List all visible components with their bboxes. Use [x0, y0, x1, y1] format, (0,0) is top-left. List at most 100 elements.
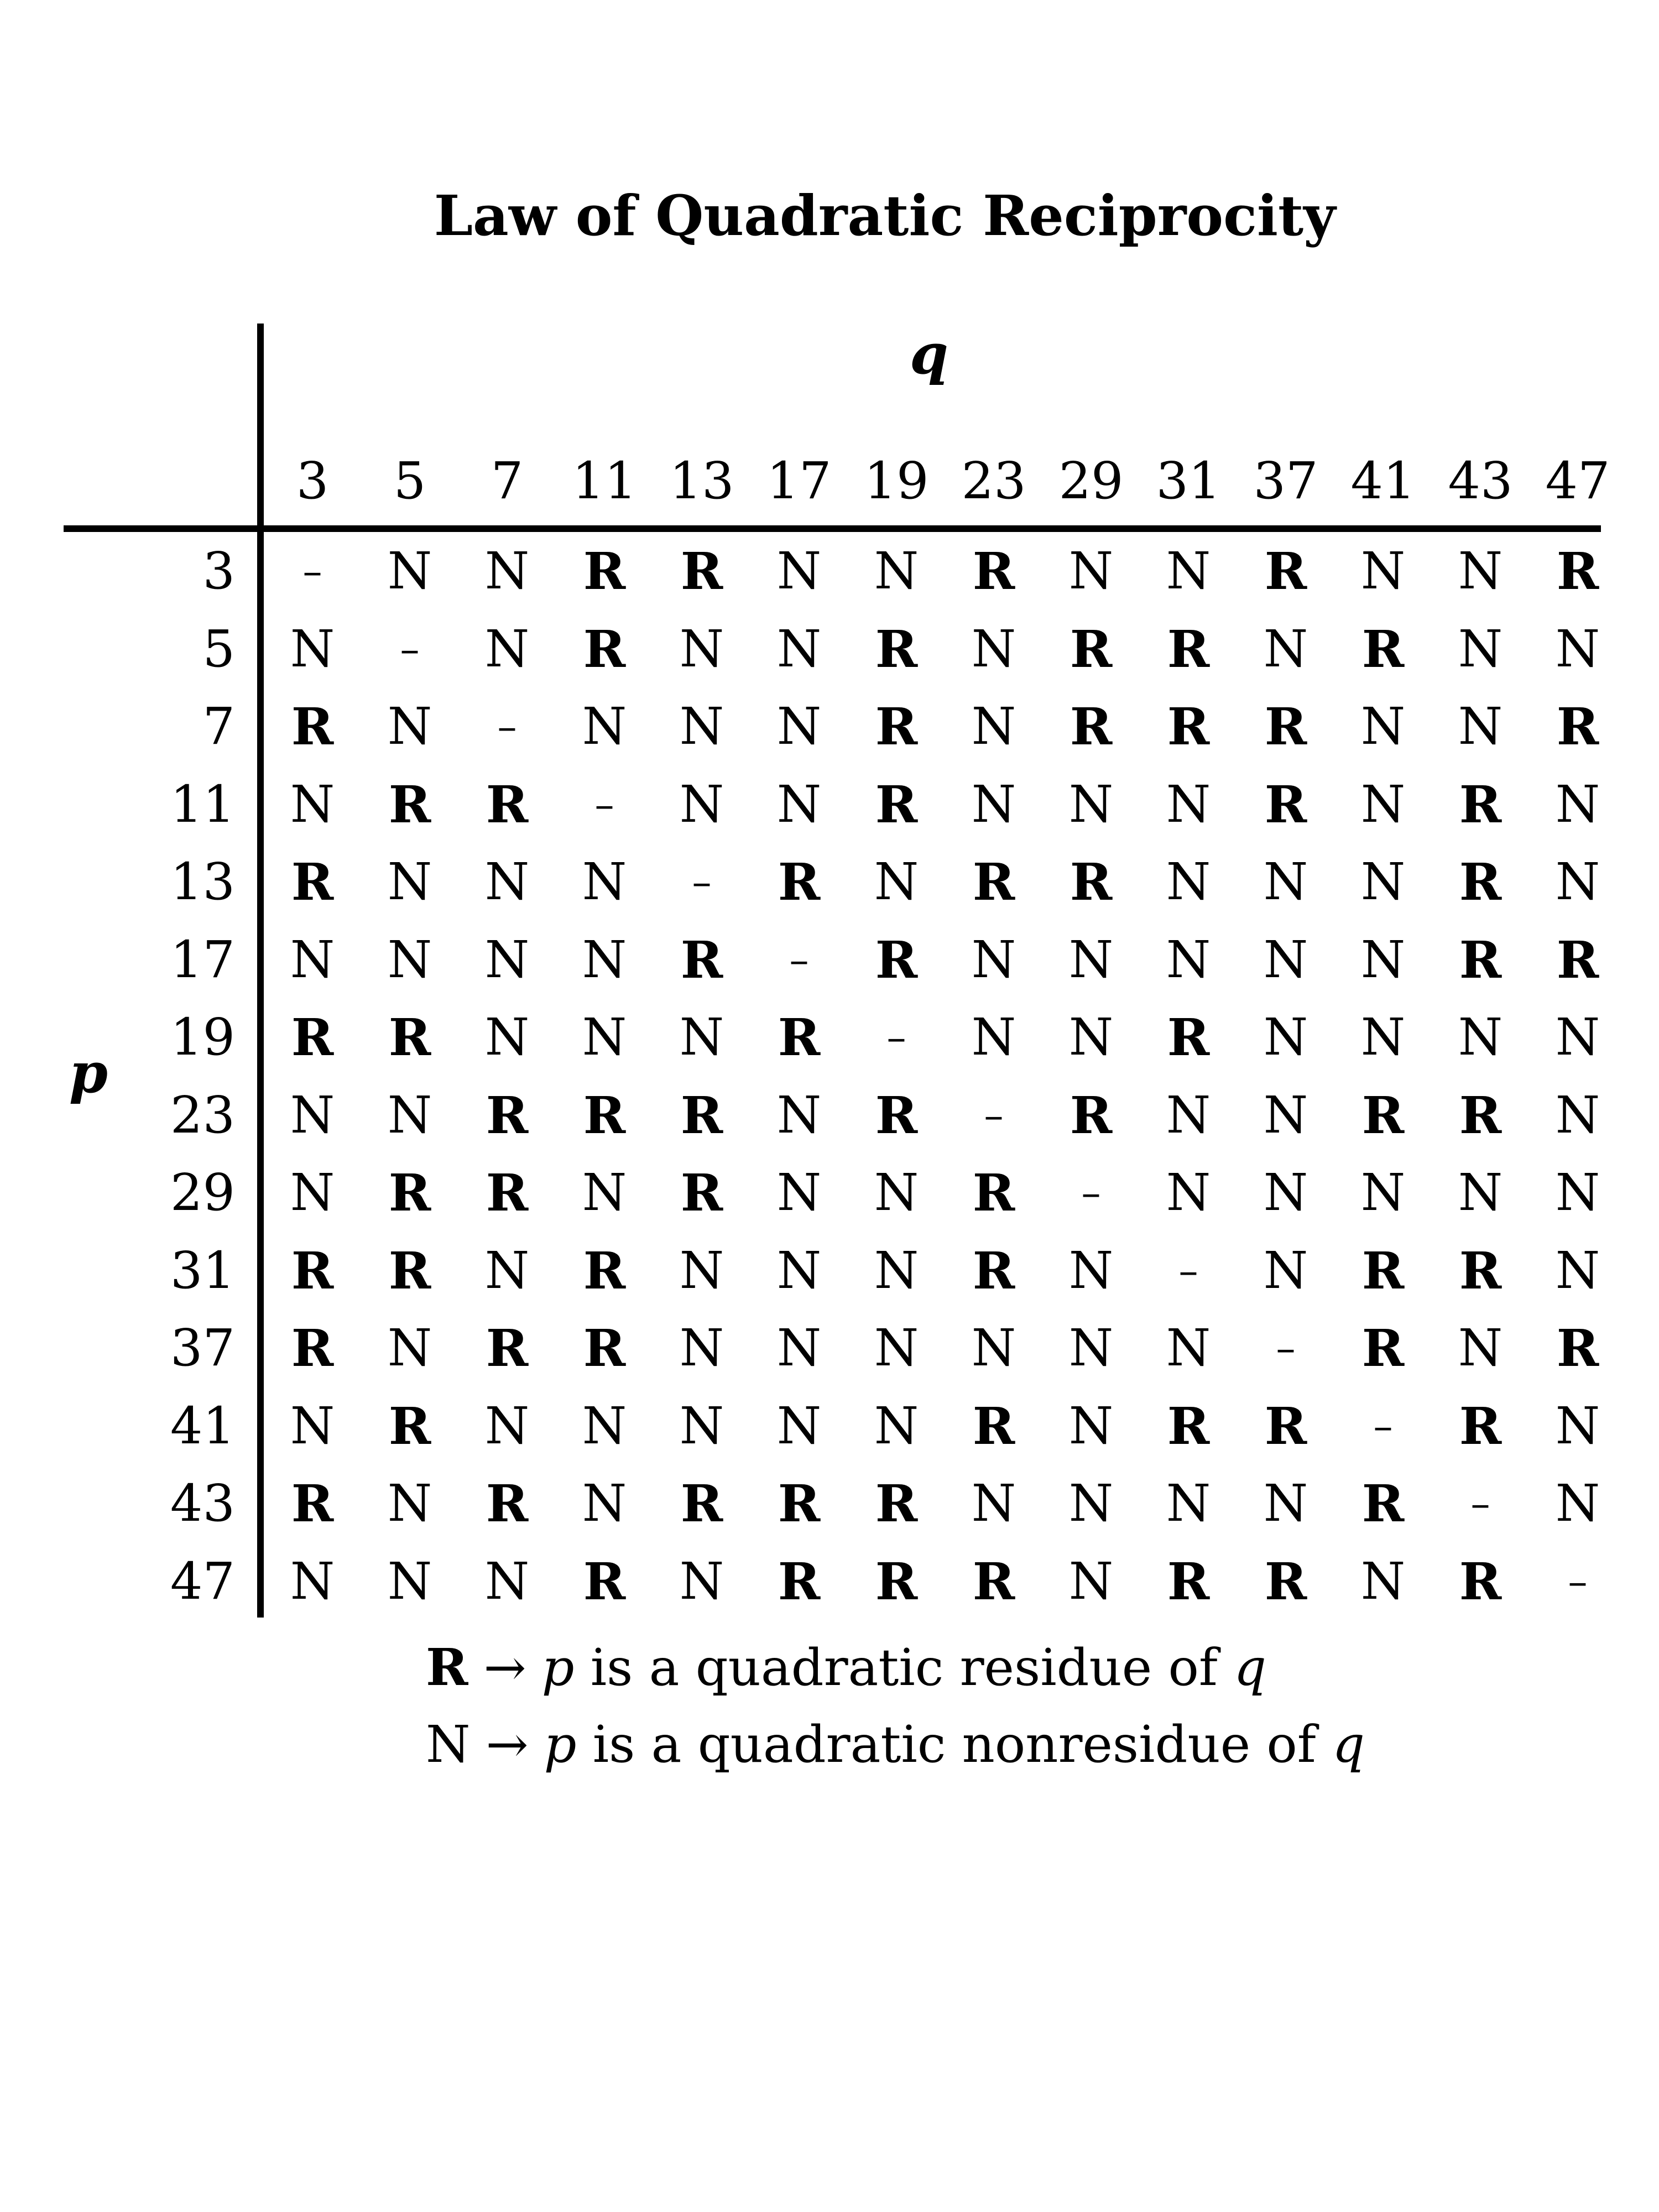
cell-p19-q17: R — [778, 1008, 821, 1067]
legend-nonresidue: N→p is a quadratic nonresidue of q — [426, 1712, 1365, 1778]
cell-p7-q17: N — [776, 697, 822, 756]
cell-p19-q23: N — [971, 1008, 1016, 1067]
cell-p17-q13: R — [680, 930, 723, 990]
cell-p7-q47: R — [1556, 697, 1599, 757]
cell-p5-q29: R — [1070, 619, 1113, 679]
cell-p43-q23: N — [971, 1474, 1016, 1533]
cell-p19-q19: – — [886, 1015, 906, 1060]
cell-p7-q43: N — [1458, 697, 1503, 756]
horizontal-divider — [64, 525, 1601, 532]
col-header-q-43: 43 — [1448, 451, 1513, 510]
cell-p41-q23: R — [972, 1396, 1015, 1456]
cell-p11-q29: N — [1068, 774, 1114, 834]
cell-p17-q37: N — [1263, 930, 1308, 989]
cell-p3-q17: N — [776, 541, 822, 601]
cell-p3-q31: N — [1166, 541, 1211, 601]
cell-p17-q29: N — [1068, 930, 1114, 989]
cell-p19-q37: N — [1263, 1008, 1308, 1067]
cell-p29-q43: N — [1458, 1163, 1503, 1222]
cell-p31-q31: – — [1178, 1248, 1198, 1293]
cell-p11-q11: – — [594, 781, 614, 827]
col-header-q-31: 31 — [1156, 451, 1221, 510]
cell-p31-q11: R — [583, 1240, 626, 1301]
cell-p13-q7: N — [484, 852, 530, 911]
cell-p31-q13: N — [679, 1240, 724, 1300]
cell-p7-q23: N — [971, 697, 1016, 756]
cell-p17-q17: – — [789, 937, 809, 983]
cell-p47-q43: R — [1459, 1551, 1502, 1611]
cell-p47-q41: N — [1360, 1551, 1406, 1611]
cell-p13-q17: R — [778, 852, 821, 912]
cell-p17-q43: R — [1459, 930, 1502, 990]
cell-p19-q47: N — [1555, 1008, 1600, 1067]
cell-p23-q41: R — [1361, 1085, 1405, 1145]
cell-p29-q23: R — [972, 1163, 1015, 1223]
cell-p17-q47: R — [1556, 930, 1599, 990]
cell-p5-q13: N — [679, 619, 724, 679]
cell-p13-q37: N — [1263, 852, 1308, 911]
cell-p17-q3: N — [290, 930, 335, 989]
cell-p37-q5: N — [387, 1318, 432, 1378]
cell-p29-q13: R — [680, 1163, 723, 1223]
cell-p5-q41: R — [1361, 619, 1405, 679]
col-header-q-13: 13 — [669, 451, 734, 510]
cell-p29-q3: N — [290, 1163, 335, 1222]
cell-p5-q23: N — [971, 619, 1016, 679]
cell-p13-q3: R — [291, 852, 334, 912]
cell-p31-q17: N — [776, 1240, 822, 1300]
cell-p19-q7: N — [484, 1008, 530, 1067]
cell-p31-q43: R — [1459, 1240, 1502, 1301]
cell-p47-q31: R — [1167, 1551, 1210, 1611]
cell-p3-q47: R — [1556, 541, 1599, 601]
cell-p41-q29: N — [1068, 1396, 1114, 1455]
cell-p47-q47: – — [1568, 1558, 1588, 1604]
cell-p13-q31: N — [1166, 852, 1211, 911]
cell-p19-q29: N — [1068, 1008, 1114, 1067]
cell-p11-q31: N — [1166, 774, 1211, 834]
cell-p31-q37: N — [1263, 1240, 1308, 1300]
cell-p3-q43: N — [1458, 541, 1503, 601]
cell-p11-q19: R — [875, 774, 918, 834]
cell-p5-q11: R — [583, 619, 626, 679]
cell-p3-q37: R — [1264, 541, 1307, 601]
cell-p19-q43: N — [1458, 1008, 1503, 1067]
cell-p5-q17: N — [776, 619, 822, 679]
cell-p3-q11: R — [583, 541, 626, 601]
cell-p41-q13: N — [679, 1396, 724, 1455]
cell-p47-q5: N — [387, 1551, 432, 1611]
cell-p13-q47: N — [1555, 852, 1600, 911]
col-header-q-29: 29 — [1058, 451, 1124, 510]
cell-p5-q5: – — [400, 626, 420, 672]
cell-p17-q41: N — [1360, 930, 1406, 989]
cell-p37-q3: R — [291, 1318, 334, 1378]
cell-p3-q23: R — [972, 541, 1015, 601]
cell-p13-q41: N — [1360, 852, 1406, 911]
cell-p7-q37: R — [1264, 697, 1307, 757]
legend-n-symbol: N — [426, 1715, 471, 1774]
legend-p: p — [544, 1715, 577, 1774]
cell-p29-q31: N — [1166, 1163, 1211, 1222]
cell-p41-q37: R — [1264, 1396, 1307, 1456]
cell-p7-q7: – — [497, 704, 517, 749]
cell-p43-q41: R — [1361, 1474, 1405, 1533]
cell-p19-q3: R — [291, 1008, 334, 1067]
cell-p43-q3: R — [291, 1474, 334, 1533]
cell-p37-q47: R — [1556, 1318, 1599, 1378]
row-header-p-17: 17 — [170, 930, 235, 989]
cell-p11-q17: N — [776, 774, 822, 834]
cell-p43-q7: R — [486, 1474, 529, 1533]
cell-p31-q19: N — [874, 1240, 919, 1300]
col-header-q-11: 11 — [572, 451, 637, 510]
cell-p47-q23: R — [972, 1551, 1015, 1611]
cell-p41-q3: N — [290, 1396, 335, 1455]
cell-p37-q13: N — [679, 1318, 724, 1378]
cell-p41-q41: – — [1373, 1403, 1393, 1449]
row-header-p-11: 11 — [170, 774, 235, 834]
legend-n-text: is a quadratic nonresidue of — [576, 1715, 1333, 1774]
cell-p47-q19: R — [875, 1551, 918, 1611]
cell-p5-q3: N — [290, 619, 335, 679]
cell-p13-q23: R — [972, 852, 1015, 912]
cell-p17-q23: N — [971, 930, 1016, 989]
col-header-q-23: 23 — [961, 451, 1026, 510]
cell-p7-q29: R — [1070, 697, 1113, 757]
